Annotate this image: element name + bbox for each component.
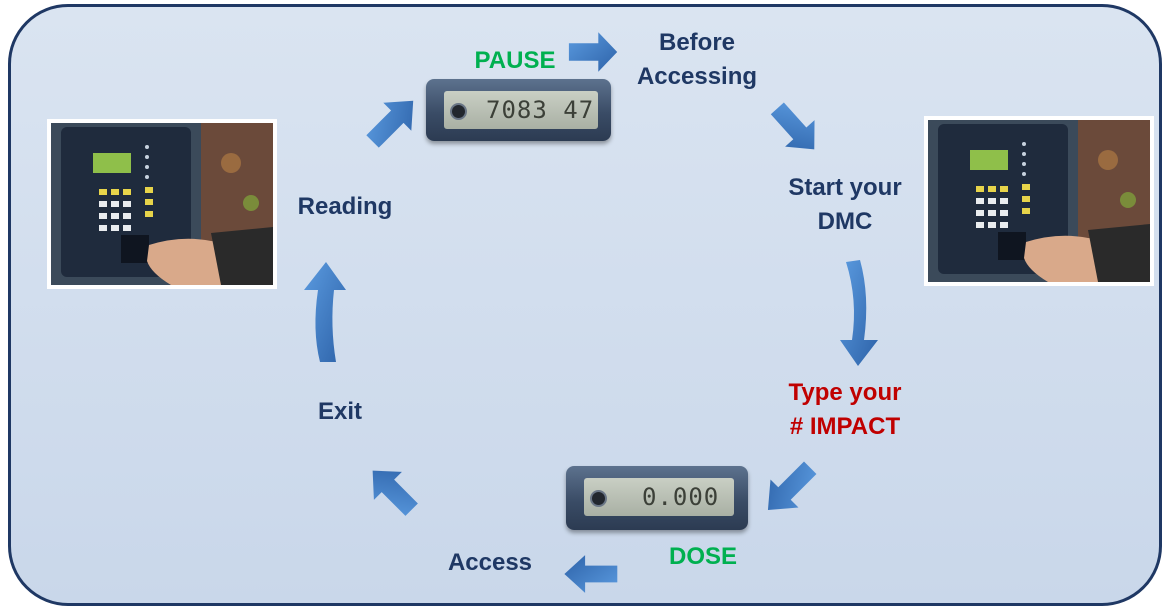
step-before-accessing-label: Before Accessing [636,29,758,90]
step-exit-label: Exit [317,398,362,425]
flow-arrow-icon [358,86,428,156]
step-access-label: Access [447,549,533,576]
dosimeter-reading-bottom: 0.000 [642,483,720,511]
flow-arrow-icon [304,262,346,362]
dosimeter-photo-bottom: 0.000 [566,466,748,530]
badge-reader-photo-left [47,119,277,289]
dosimeter-button-icon [450,103,467,120]
step-type-impact-label: Type your # IMPACT [788,379,902,440]
step-pause-label: PAUSE [474,47,556,74]
dosimeter-display-bottom: 0.000 [584,478,734,516]
step-start-dmc-label: Start your DMC [788,174,902,235]
dosimeter-photo-top: 7083 47 [426,79,611,141]
dosimeter-reading-top: 7083 47 [486,96,595,124]
flow-arrow-icon [840,260,878,366]
flow-arrow-icon [762,95,829,163]
step-dose-label: DOSE [668,543,737,570]
flow-arrow-icon [753,453,825,525]
flow-arrow-icon [358,456,426,524]
dosimeter-display-top: 7083 47 [444,91,598,129]
badge-reader-photo-right [924,116,1154,286]
step-reading-label: Reading [297,193,393,220]
flow-arrow-icon [564,555,618,593]
dosimeter-button-icon [590,490,607,507]
